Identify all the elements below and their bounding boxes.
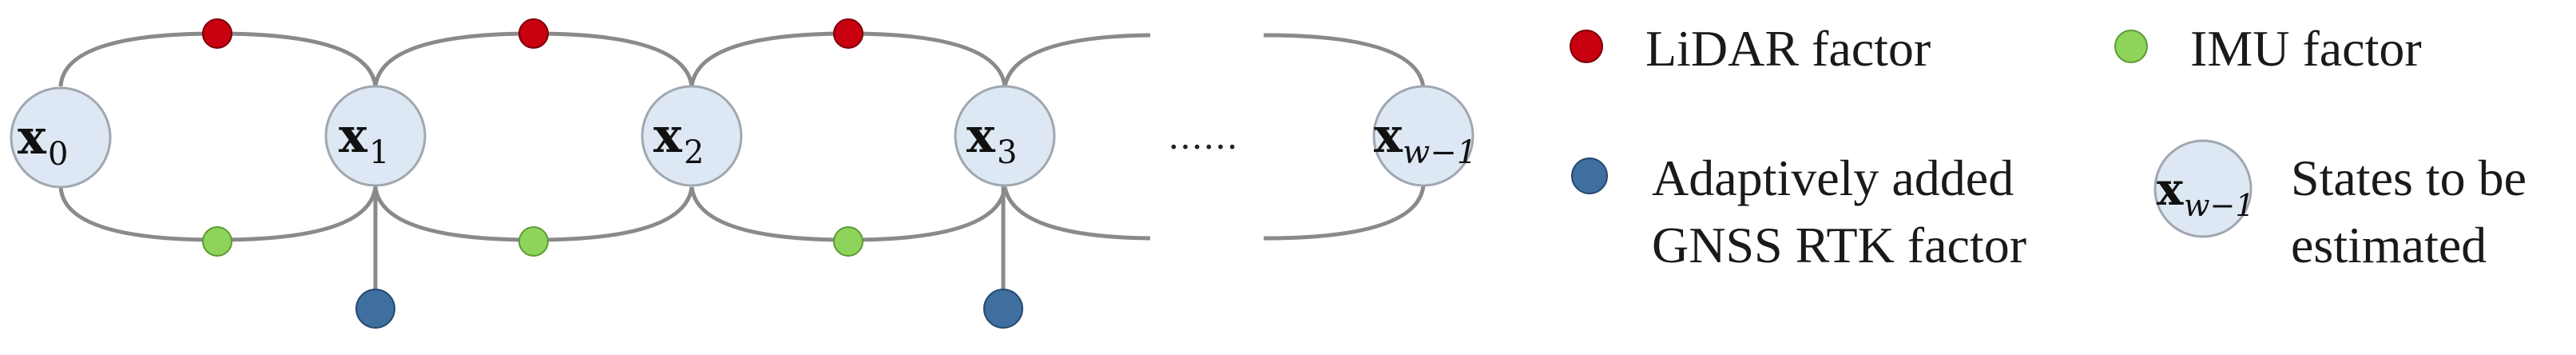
legend-lidar-swatch — [1570, 30, 1603, 63]
gnss-factor-node — [983, 289, 1023, 329]
state-node-x3: x 3 — [954, 85, 1056, 187]
imu-factors — [202, 226, 863, 257]
imu-factor-node — [202, 226, 232, 257]
state-x0-base: x — [18, 110, 47, 166]
state-node-x1: x 1 — [324, 85, 427, 187]
legend-lidar: LiDAR factor — [1570, 20, 1931, 77]
legend-gnss-swatch — [1571, 158, 1608, 194]
legend-imu-label: IMU factor — [2190, 20, 2422, 77]
legend-gnss-label-line2: GNSS RTK factor — [1652, 217, 2026, 273]
state-xw-subscript: w−1 — [1403, 134, 1477, 171]
state-x3-subscript: 3 — [997, 134, 1017, 171]
edge-open-xw-bottom — [1263, 185, 1426, 241]
state-x2-subscript: 2 — [684, 134, 704, 171]
edge-x3-open-bottom — [1002, 186, 1151, 241]
legend-gnss-label-line1: Adaptively added — [1652, 150, 2014, 206]
legend-state-symbol-base: x — [2157, 163, 2184, 216]
legend-lidar-label: LiDAR factor — [1645, 20, 1931, 77]
gnss-factors — [355, 289, 1023, 329]
state-x3-base: x — [966, 108, 996, 164]
legend-gnss: Adaptively added GNSS RTK factor — [1571, 150, 2026, 273]
state-nodes: x 0 x 1 x 2 x 3 x w−1 — [10, 85, 1477, 189]
imu-factor-node — [833, 226, 863, 257]
gnss-factor-node — [355, 289, 395, 329]
state-x1-subscript: 1 — [369, 134, 389, 171]
state-node-x2: x 2 — [641, 85, 743, 187]
state-xw-base: x — [1374, 108, 1403, 164]
edge-open-xw-top — [1263, 33, 1426, 89]
legend: LiDAR factor IMU factor Adaptively added… — [1570, 20, 2526, 273]
legend-state-symbol-subscript: w−1 — [2184, 188, 2255, 223]
edge-x3-open-top — [1002, 33, 1151, 87]
state-x1-base: x — [339, 108, 368, 164]
state-x2-base: x — [653, 108, 683, 164]
lidar-factor-node — [833, 18, 863, 49]
legend-imu-swatch — [2114, 30, 2148, 63]
legend-state-label-line2: estimated — [2291, 217, 2487, 273]
legend-state-swatch — [2153, 139, 2253, 238]
imu-factor-node — [518, 226, 549, 257]
ellipsis: …… — [1168, 117, 1238, 158]
state-node-x0: x 0 — [10, 86, 112, 189]
graph-edges — [58, 31, 1426, 307]
lidar-factors — [202, 18, 863, 49]
legend-state: x w−1 States to be estimated — [2153, 139, 2526, 273]
legend-state-label-line1: States to be — [2291, 150, 2526, 206]
state-x0-subscript: 0 — [48, 136, 68, 173]
lidar-factor-node — [518, 18, 549, 49]
lidar-factor-node — [202, 18, 232, 49]
legend-imu: IMU factor — [2114, 20, 2422, 77]
state-node-xw: x w−1 — [1372, 85, 1477, 187]
